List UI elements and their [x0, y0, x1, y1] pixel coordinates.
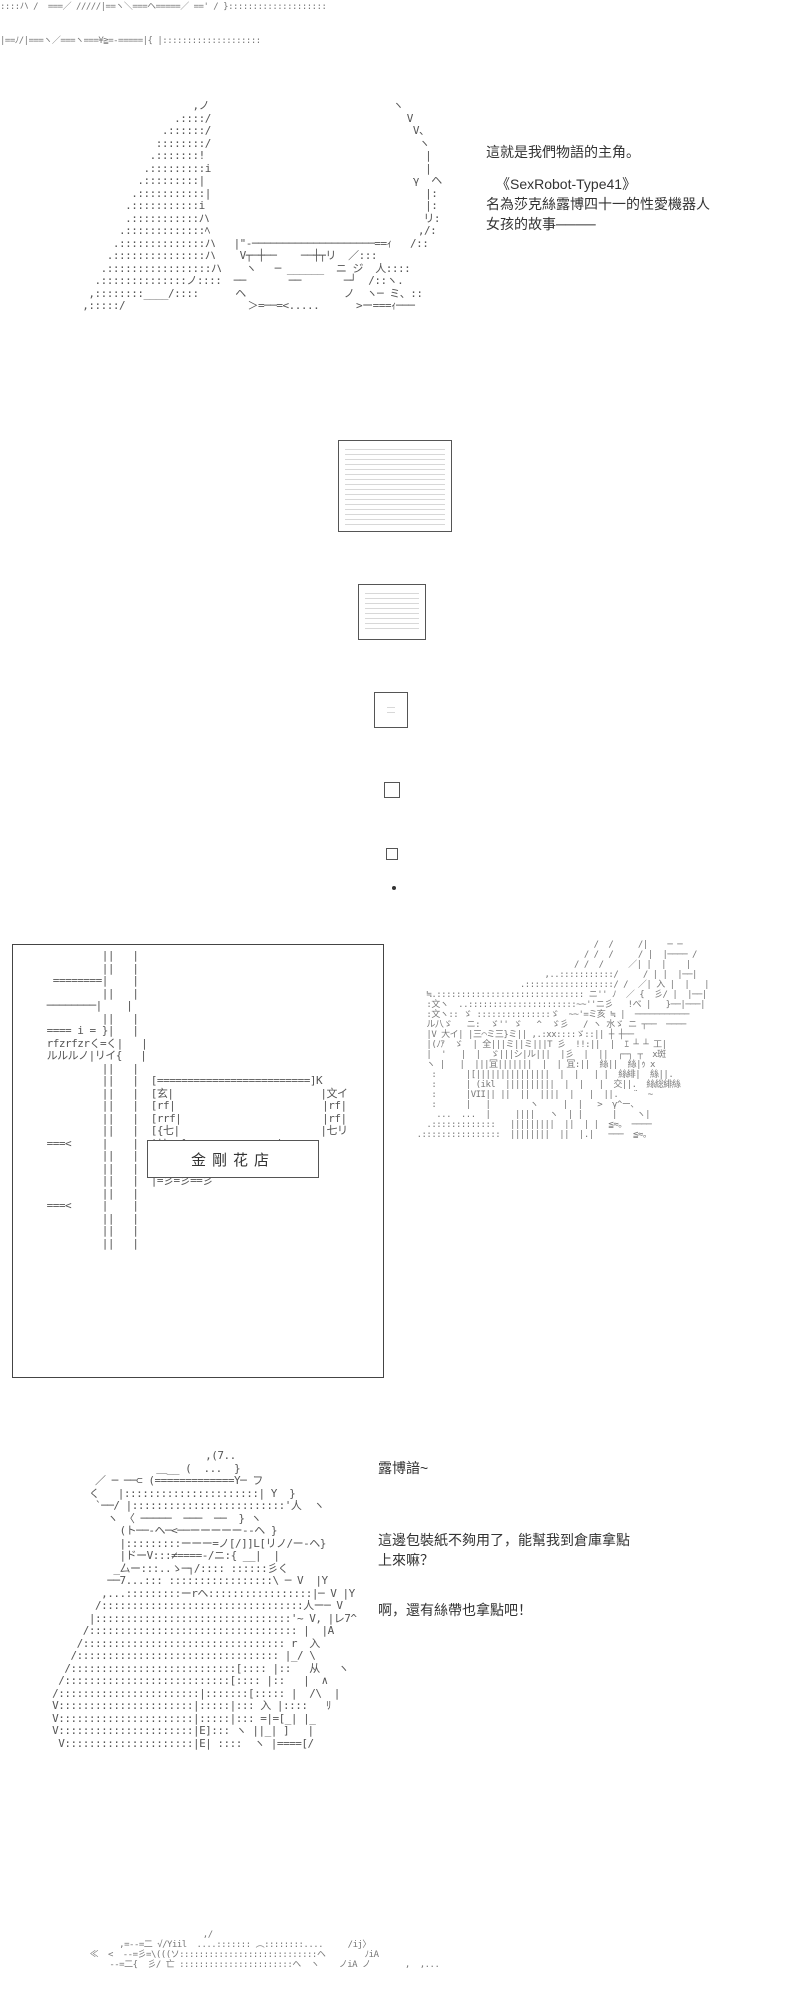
girl-character-ascii-art: ,(7.. ＿__ ( ... } ／ ─ ──⊂ (=============…: [52, 1449, 357, 1750]
bottom-partial-ascii-art: ,/ ,=--=二 √/Yiil ....::::::: ︵::::::::..…: [89, 1930, 440, 1970]
dialogue-line-3: 上來嘛？: [378, 1552, 434, 1568]
shrinking-box-medium: [358, 584, 426, 640]
dialogue-line-4: 啊，還有絲帶也拿點吧！: [378, 1602, 532, 1618]
dialogue-line-2: 這邊包裝紙不夠用了，能幫我到倉庫拿點: [378, 1532, 630, 1548]
shrinking-box-large: [338, 440, 452, 532]
intro-line-3: 名為莎克絲露博四十一的性愛機器人: [486, 196, 710, 212]
shop-sign-text: 金剛花店: [190, 1151, 275, 1169]
flower-display-ascii-art: / / /| ─ ─ / / / / | |──── / / / / ／| | …: [416, 940, 710, 1140]
header-aa-line-2: |==ﾉ/|===ヽ／===ヽ===¥≧=-=====|{ |:::::::::…: [0, 36, 261, 46]
shrinking-box-small: [374, 692, 408, 728]
shop-front-frame: [12, 944, 384, 1378]
dialogue-line-1: 露博諳~: [378, 1460, 429, 1476]
character-head-ascii-art: ,ノ ヽ .::::/ V .::::::/ V、 ::::::::/: [82, 99, 442, 312]
shrinking-box-dot: [392, 886, 396, 890]
shrinking-box-tiny-1: [384, 782, 400, 798]
shop-front-ascii-art: || | || | ========| | || | ────────| | |…: [46, 949, 348, 1250]
intro-line-4: 女孩的故事────: [486, 216, 596, 232]
header-aa-line-1: ::::ハ / ===／ /////|==ヽ＼===ヘ=====／ ==' / …: [0, 2, 327, 12]
shrinking-box-tiny-2: [386, 848, 398, 860]
intro-line-2: 《SexRobot-Type41》: [496, 176, 637, 192]
shop-signboard: 金剛花店: [147, 1140, 319, 1178]
intro-line-1: 這就是我們物語的主角。: [486, 144, 640, 160]
